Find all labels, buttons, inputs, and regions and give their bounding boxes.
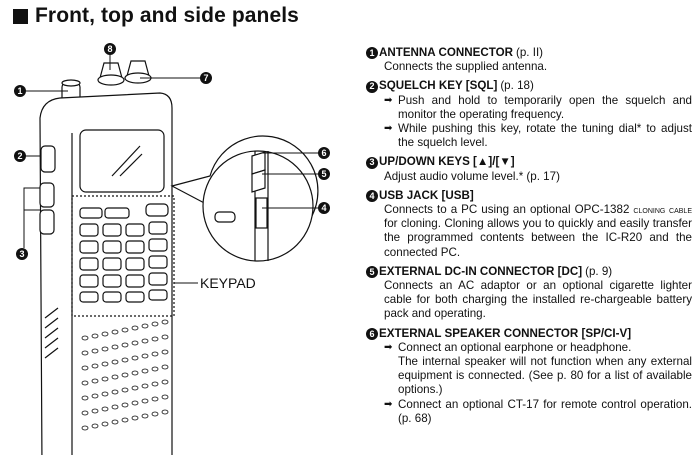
item-title: USB JACK [USB]: [379, 188, 474, 202]
callout-7: 7: [200, 72, 212, 84]
keypad-keys: [79, 203, 169, 303]
side-view-magnifier: [170, 135, 319, 262]
squelch-key: [40, 145, 56, 173]
item-body: Connects the supplied antenna.: [384, 60, 548, 74]
callout-6: 6: [318, 147, 330, 159]
arrow-right-icon: ➡: [384, 398, 393, 410]
note: The internal speaker will not function w…: [398, 355, 692, 397]
knob-7: [124, 60, 152, 84]
knob-8: [97, 62, 125, 86]
section-title: Front, top and side panels: [13, 4, 299, 28]
callout-3: 3: [16, 248, 28, 260]
item-title: UP/DOWN KEYS [▲]/[▼]: [379, 155, 515, 169]
item-title: EXTERNAL DC-IN CONNECTOR [DC]: [379, 264, 583, 278]
callout-2: 2: [14, 150, 26, 162]
square-bullet-icon: [13, 8, 28, 24]
number-badge-6: 6: [366, 327, 378, 340]
svg-text:6: 6: [321, 148, 326, 158]
callout-4: 4: [318, 202, 330, 214]
svg-text:2: 2: [17, 151, 22, 161]
speaker-grille: [81, 319, 169, 431]
item-title: EXTERNAL SPEAKER CONNECTOR [SP/CI-V]: [379, 326, 632, 340]
svg-text:1: 1: [17, 86, 22, 96]
item-title: ANTENNA CONNECTOR: [379, 46, 513, 59]
page-ref: (p. 18): [500, 79, 534, 93]
svg-text:4: 4: [321, 203, 326, 213]
callout-8: 8: [104, 43, 116, 55]
display-screen: [79, 129, 165, 193]
callout-5: 5: [318, 168, 330, 180]
callout-1: 1: [14, 85, 26, 97]
item-body: Connects to a PC using an optional OPC-1…: [384, 203, 692, 259]
radio-body: [39, 92, 173, 455]
bullet: ➡Connect an optional CT-17 for remote co…: [384, 397, 692, 425]
item-title: SQUELCH KEY [SQL]: [379, 79, 498, 93]
arrow-right-icon: ➡: [384, 94, 393, 106]
svg-text:7: 7: [203, 73, 208, 83]
side-grip: [44, 307, 59, 359]
number-badge-1: 1: [366, 47, 378, 60]
bullet: ➡While pushing this key, rotate the tuni…: [384, 122, 692, 150]
page-ref: (p. II): [515, 46, 544, 59]
svg-text:8: 8: [107, 44, 112, 54]
item-body: Connects an AC adaptor or an optional ci…: [384, 279, 692, 321]
keypad-label: KEYPAD: [200, 275, 256, 291]
down-key: [39, 209, 55, 235]
page-ref: (p. 9): [585, 264, 613, 278]
number-badge-2: 2: [366, 80, 378, 93]
arrow-right-icon: ➡: [384, 341, 393, 353]
keypad-area: [71, 195, 175, 317]
number-badge-3: 3: [366, 156, 378, 169]
page-title: Front, top and side panels: [35, 4, 299, 27]
number-badge-4: 4: [366, 189, 378, 202]
up-key: [39, 182, 55, 208]
item-body: Adjust audio volume level.* (p. 17): [384, 169, 560, 183]
svg-text:3: 3: [19, 249, 24, 259]
bullet: ➡Connect an optional earphone or headpho…: [384, 340, 632, 354]
bullet: ➡Push and hold to temporarily open the s…: [384, 93, 692, 121]
radio-illustration: 1 8 7 2 3 6 5 4: [14, 43, 330, 455]
svg-text:5: 5: [321, 169, 326, 179]
arrow-right-icon: ➡: [384, 123, 393, 135]
number-badge-5: 5: [366, 265, 378, 278]
callout-lines: [23, 55, 318, 284]
